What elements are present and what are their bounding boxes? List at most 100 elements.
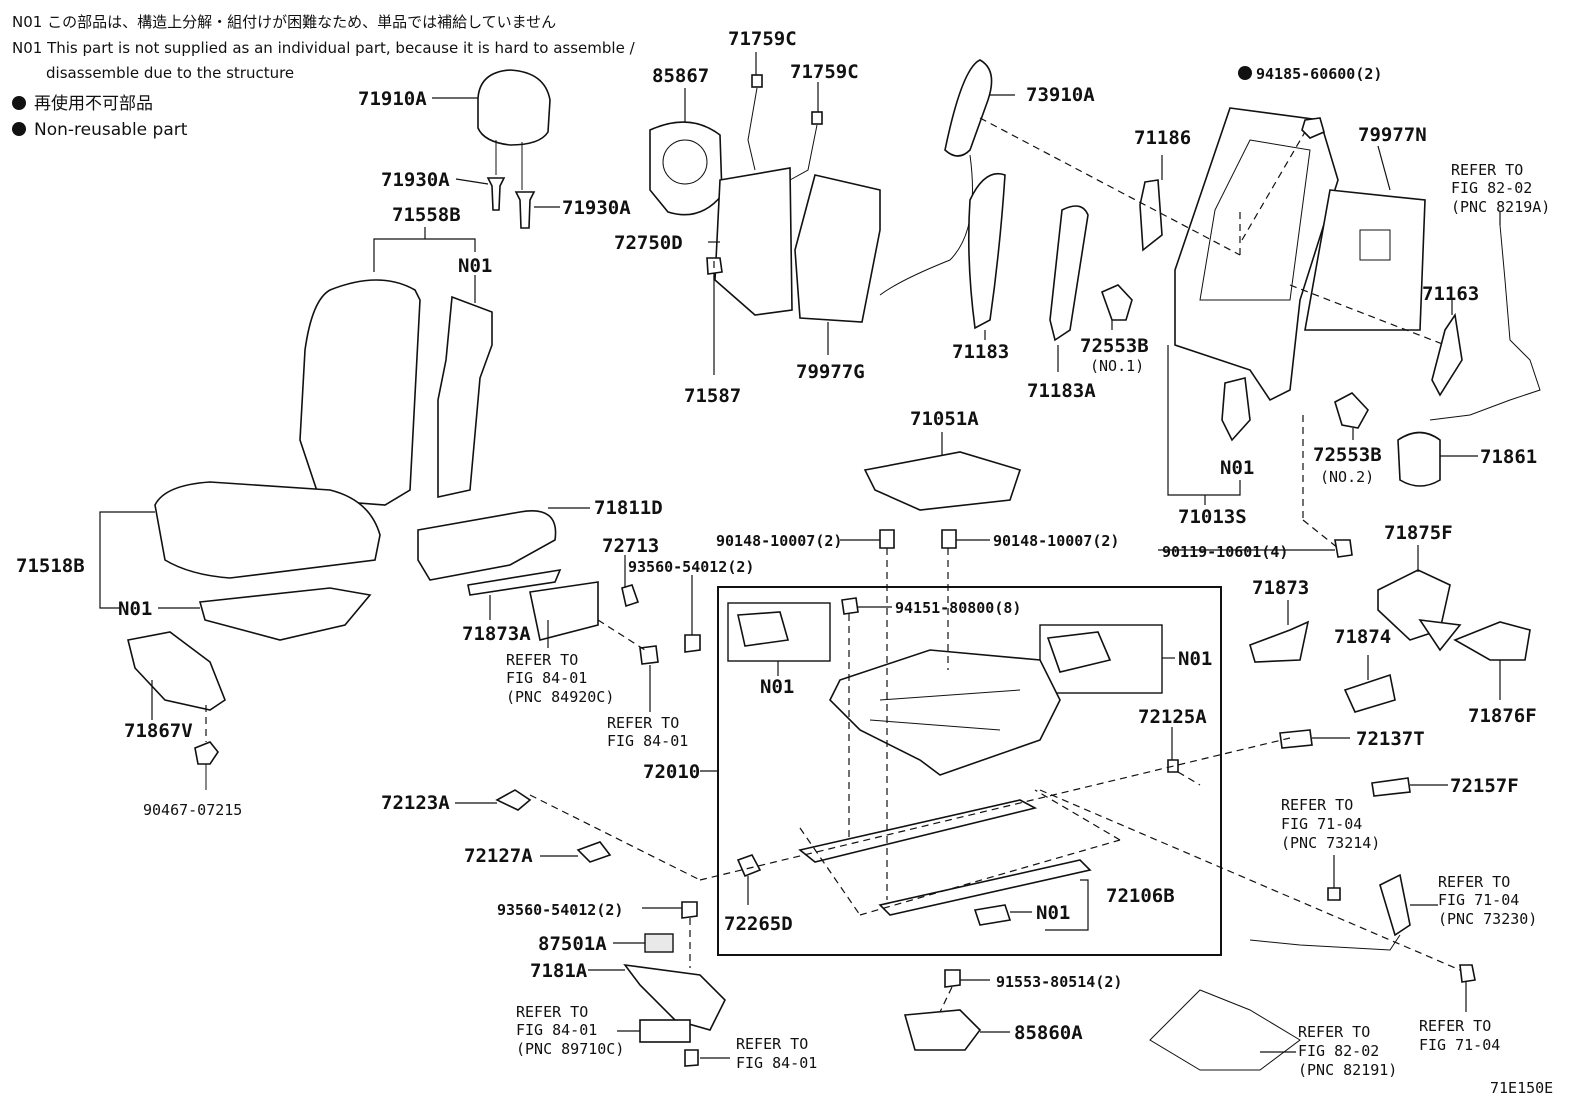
- label-71875F: 71875F: [1384, 522, 1453, 544]
- label-71013S: 71013S: [1178, 506, 1247, 528]
- svg-text:FIG 84-01: FIG 84-01: [607, 732, 688, 750]
- label-7181A: 7181A: [530, 960, 588, 982]
- svg-text:FIG 84-01: FIG 84-01: [516, 1021, 597, 1039]
- label-72553B: 72553B: [1080, 335, 1149, 357]
- label-90119-10601: 90119-10601(4): [1162, 543, 1288, 561]
- bracket-shape: [1249, 620, 1310, 663]
- label-90148-10007: 90148-10007(2): [993, 532, 1119, 550]
- ref-84920C: REFER TO FIG 84-01 (PNC 84920C): [506, 651, 614, 706]
- shield-g-shape: [1453, 621, 1531, 661]
- label-71558B: 71558B: [392, 204, 461, 226]
- back-board-shape: [794, 174, 881, 323]
- label-93560-54012: 93560-54012(2): [628, 558, 754, 576]
- label-79977G: 79977G: [796, 361, 865, 383]
- seat-frame-shape: [829, 649, 1061, 776]
- label-79977N: 79977N: [1358, 124, 1427, 146]
- bolt-shape: [941, 529, 957, 549]
- note-n01-jp: N01 この部品は、構造上分解・組付けが困難なため、単品では補給していません: [12, 13, 556, 31]
- label-71876F: 71876F: [1468, 705, 1537, 727]
- bracket-shape: [1139, 179, 1163, 252]
- cover-no1-shape: [1100, 284, 1133, 321]
- bolt-shape: [684, 634, 701, 653]
- frame-n01-part-shape: [1221, 377, 1251, 442]
- seatback-frame-shape: [1174, 107, 1339, 402]
- label-85860A: 85860A: [1014, 1022, 1083, 1044]
- label-72553B: 72553B: [1313, 444, 1382, 466]
- ref-8219A: REFER TO FIG 82-02 (PNC 8219A): [1451, 161, 1550, 216]
- label-71867V: 71867V: [124, 720, 193, 742]
- label-n01: N01: [1036, 902, 1070, 924]
- label-72265D: 72265D: [724, 913, 793, 935]
- label-n01: N01: [1220, 457, 1254, 479]
- adjuster-shape: [529, 581, 599, 641]
- cover-no2-shape: [1334, 392, 1369, 429]
- label-71873A: 71873A: [462, 623, 531, 645]
- label-71874: 71874: [1334, 626, 1391, 648]
- label-71587: 71587: [684, 385, 741, 407]
- svg-text:REFER TO: REFER TO: [1281, 796, 1353, 814]
- svg-text:(PNC 8219A): (PNC 8219A): [1451, 198, 1550, 216]
- label-n01: N01: [458, 255, 492, 277]
- label-93560-54012: 93560-54012(2): [497, 901, 623, 919]
- ref-82191: REFER TO FIG 82-02 (PNC 82191): [1298, 1023, 1397, 1079]
- svg-text:REFER TO: REFER TO: [1451, 161, 1523, 179]
- label-72106B: 72106B: [1106, 885, 1175, 907]
- bolt-shape: [621, 584, 640, 608]
- svg-text:FIG 71-04: FIG 71-04: [1419, 1036, 1500, 1054]
- label-71051A: 71051A: [910, 408, 979, 430]
- label-71186: 71186: [1134, 127, 1191, 149]
- bolt-shape: [879, 529, 895, 549]
- bolt-shape: [1334, 539, 1353, 558]
- label-72010: 72010: [643, 761, 700, 783]
- nut-shape: [1459, 964, 1476, 983]
- label-72157F: 72157F: [1450, 775, 1519, 797]
- svg-text:(PNC 84920C): (PNC 84920C): [506, 688, 614, 706]
- label-71930A: 71930A: [381, 169, 450, 191]
- figure-code: 71E150E: [1490, 1079, 1553, 1097]
- filled-circle-icon: [1238, 66, 1252, 80]
- trim-shape: [1279, 729, 1313, 749]
- shield-d-shape: [1418, 618, 1462, 652]
- label-71910A: 71910A: [358, 88, 427, 110]
- cap-shape: [1397, 431, 1441, 487]
- label-n01: N01: [118, 598, 152, 620]
- label-87501A: 87501A: [538, 933, 607, 955]
- svg-text:REFER TO: REFER TO: [1298, 1023, 1370, 1041]
- hinge-cover-shape: [1431, 312, 1463, 397]
- harness-shape: [903, 1009, 982, 1051]
- filled-circle-icon: [12, 96, 26, 110]
- bolt-shape: [639, 645, 659, 665]
- bolt-shape: [684, 1049, 699, 1067]
- label-71183A: 71183A: [1027, 380, 1096, 402]
- svg-text:FIG 82-02: FIG 82-02: [1451, 179, 1532, 197]
- bolt-shape: [681, 901, 698, 919]
- bracket-a-shape: [467, 568, 562, 596]
- label-71811D: 71811D: [594, 497, 663, 519]
- bracket-b-shape: [1343, 673, 1396, 713]
- cover-a-shape: [495, 789, 532, 811]
- label-71873: 71873: [1252, 577, 1309, 599]
- ref-89710C: REFER TO FIG 84-01 (PNC 89710C): [516, 1003, 624, 1058]
- label-94185-60600: 94185-60600(2): [1256, 65, 1382, 83]
- svg-text:(PNC 73214): (PNC 73214): [1281, 834, 1380, 852]
- label-no2: (NO.2): [1320, 468, 1374, 486]
- rail-clip-shape: [736, 854, 762, 878]
- seatback-cover-shape: [299, 279, 421, 506]
- svg-text:(PNC 73230): (PNC 73230): [1438, 910, 1537, 928]
- label-72123A: 72123A: [381, 792, 450, 814]
- label-71163: 71163: [1422, 283, 1479, 305]
- label-72713: 72713: [602, 535, 659, 557]
- label-71518B: 71518B: [16, 555, 85, 577]
- label-72750D: 72750D: [614, 232, 683, 254]
- headrest-shape: [477, 69, 551, 146]
- svg-text:REFER TO: REFER TO: [1419, 1017, 1491, 1035]
- cover-shape: [127, 631, 226, 711]
- label-90148-10007: 90148-10007(2): [716, 532, 842, 550]
- label-72125A: 72125A: [1138, 706, 1207, 728]
- label-n01: N01: [1178, 648, 1212, 670]
- note-nonreuse-en: Non-reusable part: [34, 120, 188, 140]
- shield-shape: [417, 510, 557, 581]
- nut-shape: [1301, 117, 1325, 139]
- motor-shape: [737, 611, 790, 647]
- label-71930A: 71930A: [562, 197, 631, 219]
